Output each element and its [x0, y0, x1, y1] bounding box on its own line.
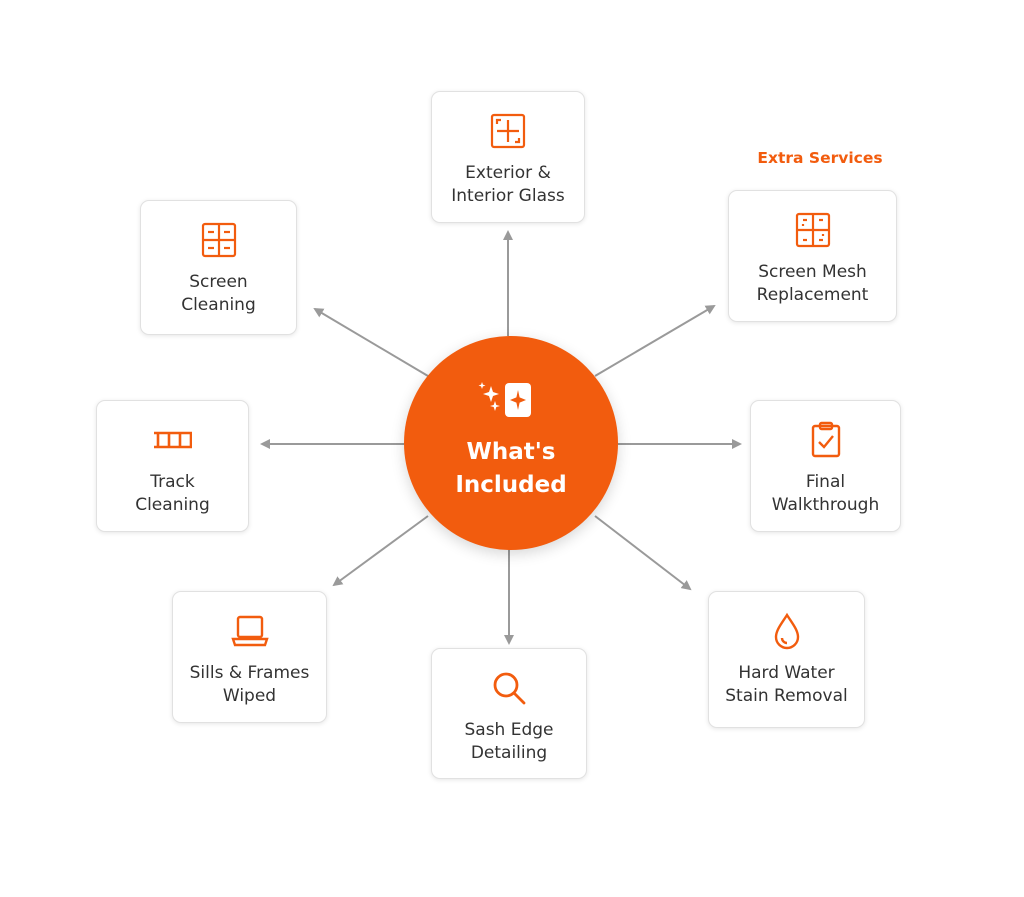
service-label: Screen Cleaning	[181, 272, 256, 315]
service-label: Final Walkthrough	[771, 472, 880, 515]
service-card-screen-cleaning[interactable]: Screen Cleaning	[140, 200, 297, 335]
hub-title: What's Included	[455, 439, 567, 498]
water-drop-icon	[768, 612, 806, 650]
window-pane-icon	[489, 112, 527, 150]
service-label: Sills & Frames Wiped	[189, 663, 310, 706]
service-card-track[interactable]: Track Cleaning	[96, 400, 249, 532]
sparkle-icon	[477, 380, 545, 420]
service-card-screen-mesh[interactable]: Screen Mesh Replacement	[728, 190, 897, 322]
arrow-to-screen-cleaning	[313, 307, 429, 377]
service-label: Screen Mesh Replacement	[756, 262, 869, 305]
laptop-icon	[230, 612, 269, 650]
service-label: Hard Water Stain Removal	[725, 663, 848, 706]
service-card-walkthrough[interactable]: Final Walkthrough	[750, 400, 901, 532]
extra-services-heading: Extra Services	[757, 149, 883, 167]
arrow-to-screen-mesh	[594, 304, 716, 377]
window-grid-icon	[200, 221, 238, 259]
mesh-grid-icon	[794, 211, 832, 249]
whats-included-hub: What's Included	[404, 336, 618, 550]
magnifier-icon	[490, 669, 528, 707]
service-card-glass[interactable]: Exterior & Interior Glass	[431, 91, 585, 223]
arrow-to-hard-water	[594, 515, 692, 591]
clipboard-check-icon	[807, 421, 845, 459]
track-rail-icon	[153, 421, 192, 459]
service-card-sills[interactable]: Sills & Frames Wiped	[172, 591, 327, 723]
arrow-to-sills	[332, 515, 429, 587]
service-card-sash[interactable]: Sash Edge Detailing	[431, 648, 587, 779]
service-label: Sash Edge Detailing	[464, 720, 554, 763]
service-label: Exterior & Interior Glass	[451, 163, 565, 206]
service-label: Track Cleaning	[135, 472, 210, 515]
service-card-hard-water[interactable]: Hard Water Stain Removal	[708, 591, 865, 728]
